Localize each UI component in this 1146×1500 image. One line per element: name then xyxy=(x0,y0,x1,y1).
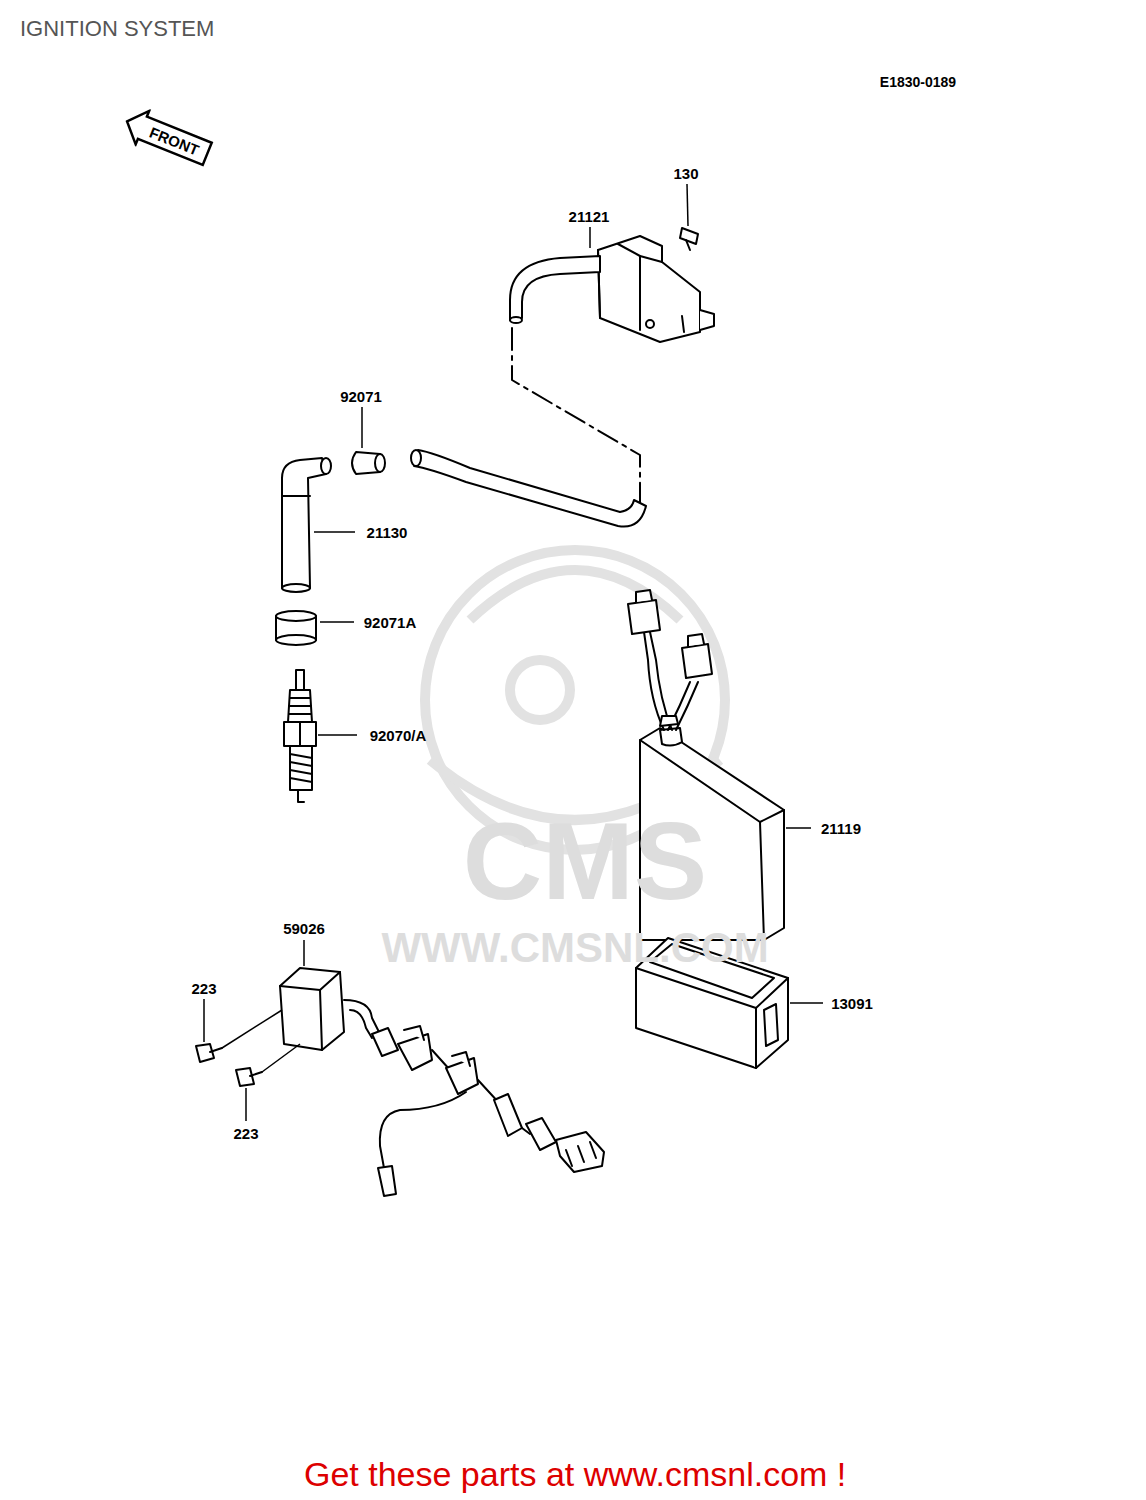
leader-lines xyxy=(204,184,823,1121)
page-title: IGNITION SYSTEM xyxy=(20,16,214,42)
watermark: WWW.CMSNL.COM xyxy=(381,924,768,972)
direction-arrow: FRONT xyxy=(118,102,218,174)
callout-number: 223 xyxy=(191,980,216,997)
callout-number: 13091 xyxy=(831,995,873,1012)
callout-number: 223 xyxy=(233,1125,258,1142)
watermark: CMS xyxy=(463,797,707,924)
drawing-number: E1830-0189 xyxy=(880,74,956,90)
callout-number: 92071 xyxy=(340,388,382,405)
callout-number: 59026 xyxy=(283,920,325,937)
page-caption: Get these parts at www.cmsnl.com ! xyxy=(304,1455,846,1494)
callout-number: 21119 xyxy=(821,820,861,837)
callout-number: 130 xyxy=(673,165,698,182)
callout-number: 21121 xyxy=(569,208,610,225)
callout-number: 92071A xyxy=(364,614,417,631)
callout-number: 92070/A xyxy=(370,727,427,744)
callout-number: 21130 xyxy=(367,524,408,541)
